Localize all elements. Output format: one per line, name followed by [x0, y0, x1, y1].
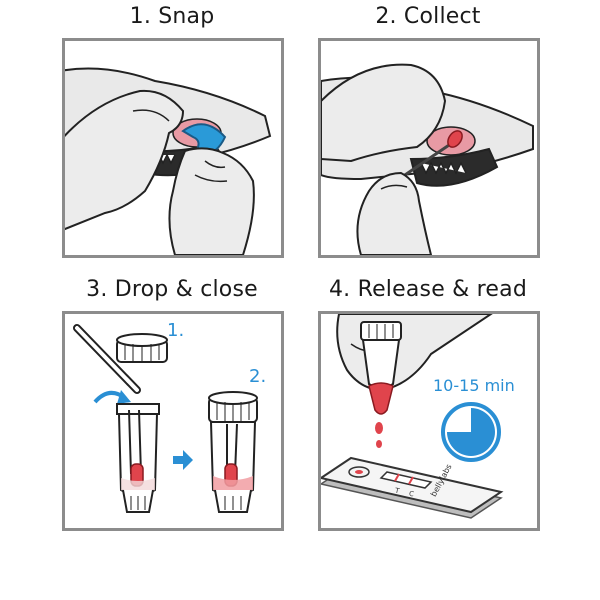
snap-illustration [65, 67, 272, 255]
step-2-panel [318, 38, 540, 258]
timer-icon [441, 402, 501, 462]
step-3-title: 3. Drop & close [86, 277, 258, 302]
collect-illustration [321, 63, 534, 255]
drop-1 [375, 422, 383, 434]
substep-1-label: 1. [167, 320, 185, 341]
time-label: 10-15 min [433, 376, 515, 395]
dropper-tube [360, 321, 402, 415]
step-1-panel [62, 38, 284, 258]
step-4-title: 4. Release & read [328, 277, 528, 302]
step-2-title: 2. Collect [375, 4, 481, 29]
substep-2-label: 2. [249, 366, 267, 387]
step-1-title: 1. Snap [129, 4, 215, 29]
drop-2 [376, 440, 382, 448]
tube-cap [116, 333, 168, 363]
step-3-panel: 1. 2. [62, 311, 284, 531]
closed-tube [208, 391, 258, 513]
open-tube [116, 403, 160, 513]
insert-arrowhead-icon [117, 390, 131, 404]
release-read-illustration [321, 314, 504, 519]
step-4-panel: 10-15 min T C bellylabs [318, 311, 540, 531]
drop-close-illustration [73, 324, 258, 513]
test-cassette [321, 456, 504, 519]
swab-stick [73, 324, 141, 394]
next-arrow-icon [173, 450, 193, 470]
